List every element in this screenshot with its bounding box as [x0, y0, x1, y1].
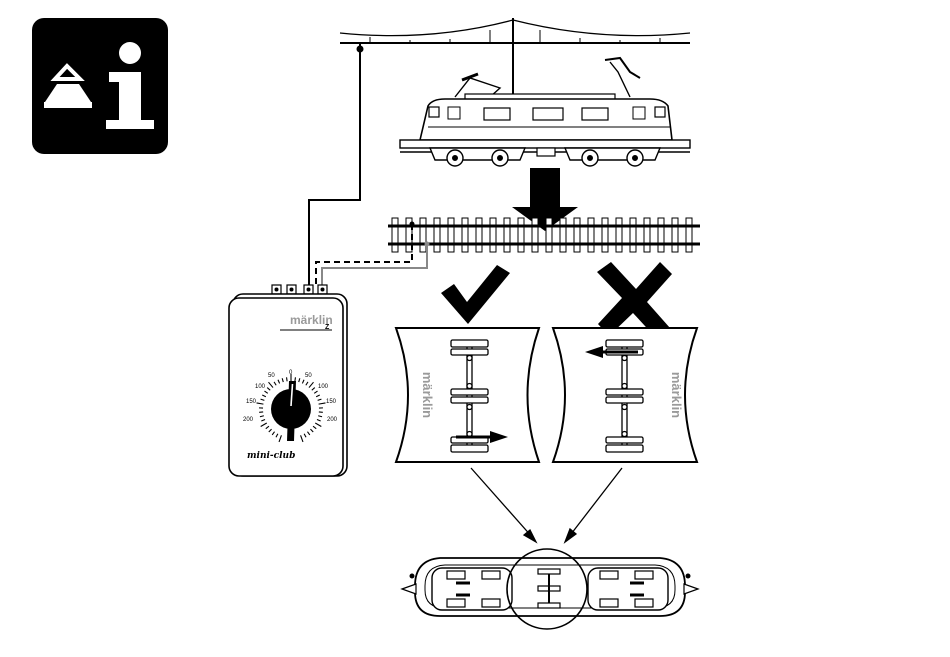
- track-sleeper: [658, 218, 664, 252]
- track-sleeper: [448, 218, 454, 252]
- track-sleeper: [588, 218, 594, 252]
- track-sleeper: [672, 218, 678, 252]
- track-sleeper: [630, 218, 636, 252]
- pointer-lines: [471, 468, 622, 542]
- correct-orientation-panel: märklin: [396, 328, 539, 462]
- track-sleeper: [490, 218, 496, 252]
- track-sleeper: [602, 218, 608, 252]
- incorrect-orientation-panel: märklin: [553, 328, 697, 462]
- incorrect-panel-watermark: märklin: [669, 372, 684, 418]
- track-sleeper: [518, 218, 524, 252]
- catenary: [340, 18, 690, 100]
- info-icon: [32, 18, 168, 154]
- dial-label-left-150: 150: [246, 399, 257, 405]
- transformer-controller: märklin Z 0 50 100 150 200 50 100 150 20…: [229, 285, 347, 476]
- controller-model: Z: [325, 324, 330, 331]
- track-sleeper: [504, 218, 510, 252]
- dial-label-right-200: 200: [327, 417, 338, 423]
- track-sleeper: [616, 218, 622, 252]
- track-sleeper: [574, 218, 580, 252]
- track-sleeper: [644, 218, 650, 252]
- track-sleeper: [434, 218, 440, 252]
- track-sleeper: [532, 218, 538, 252]
- dial-label-right-150: 150: [326, 399, 337, 405]
- track-sleeper: [420, 218, 426, 252]
- dial-tick: [287, 377, 288, 381]
- track-sleeper: [546, 218, 552, 252]
- locomotive-side-view: [400, 58, 690, 166]
- track-sleeper: [392, 218, 398, 252]
- dial-label-left-200: 200: [243, 417, 254, 423]
- track-sleeper: [462, 218, 468, 252]
- track-sleeper: [560, 218, 566, 252]
- dial-label-right-50: 50: [305, 373, 312, 379]
- track-sleeper: [686, 218, 692, 252]
- cross-icon: [597, 262, 672, 338]
- track-sleeper: [476, 218, 482, 252]
- dial-label-left-100: 100: [255, 384, 266, 390]
- dial-label-left-50: 50: [268, 373, 275, 379]
- checkmark-icon: [441, 265, 510, 324]
- controller-series: mini-club: [247, 451, 295, 461]
- correct-panel-watermark: märklin: [420, 372, 435, 418]
- dial-label-right-100: 100: [318, 384, 329, 390]
- locomotive-underside-view: [402, 549, 698, 629]
- dial-tick: [295, 377, 296, 381]
